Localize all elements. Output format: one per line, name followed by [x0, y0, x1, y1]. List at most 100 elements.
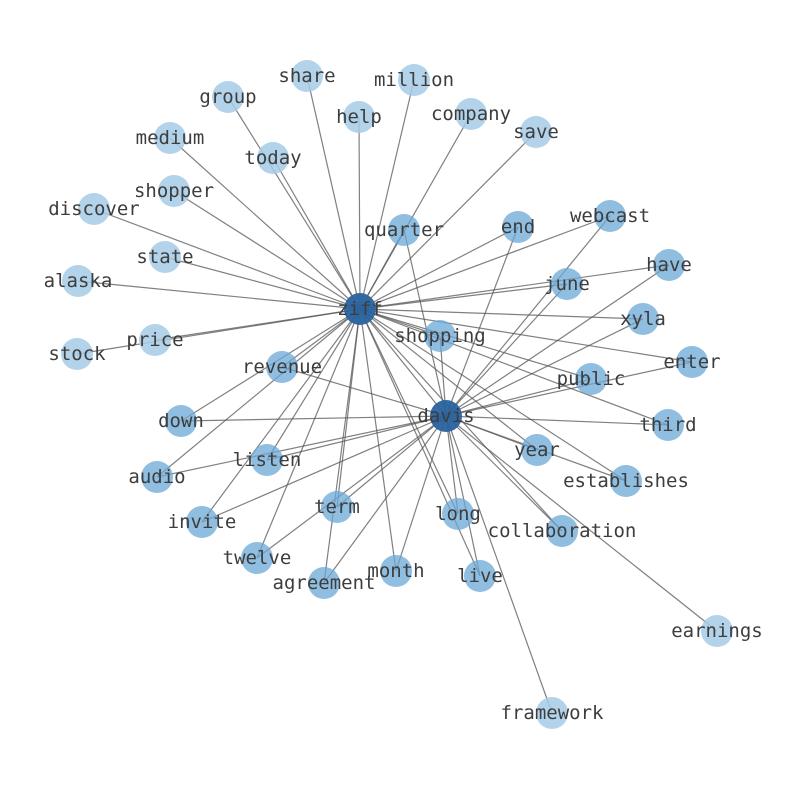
edge-ziff-have: [359, 264, 670, 310]
edge-ziff-twelve: [256, 308, 361, 559]
node-layer: [61, 60, 733, 729]
node-xyla: [627, 303, 659, 335]
edge-ziff-price: [154, 308, 361, 341]
node-long: [442, 498, 474, 530]
edge-ziff-end: [359, 226, 519, 310]
node-label-quarter: quarter: [364, 219, 444, 241]
edge-davis-down: [180, 415, 447, 422]
node-framework: [536, 697, 568, 729]
edge-ziff-group: [227, 96, 361, 310]
edge-ziff-month: [359, 308, 397, 572]
edge-davis-term: [336, 415, 447, 508]
edge-davis-xyla: [445, 318, 644, 417]
edge-davis-long: [445, 415, 459, 515]
node-label-have: have: [646, 254, 692, 276]
node-label-revenue: revenue: [242, 356, 322, 378]
edge-davis-earnings: [445, 415, 718, 632]
node-june: [551, 268, 583, 300]
edge-ziff-today: [272, 157, 361, 310]
edge-ziff-alaska: [77, 280, 361, 310]
edge-ziff-invite: [201, 308, 361, 523]
label-layer: ziff davis share million group help companysav…: [44, 65, 763, 724]
node-label-agreement: agreement: [273, 572, 376, 594]
node-price: [139, 324, 171, 356]
node-label-earnings: earnings: [671, 620, 763, 642]
node-label-end: end: [501, 216, 535, 238]
node-term: [321, 491, 353, 523]
node-company: [455, 98, 487, 130]
node-label-help: help: [336, 106, 382, 128]
edge-ziff-revenue: [281, 308, 361, 368]
edge-davis-have: [445, 264, 670, 417]
node-webcast: [594, 200, 626, 232]
edge-ziff-june: [359, 283, 568, 310]
node-live: [464, 560, 496, 592]
edge-davis-agreement: [323, 415, 447, 584]
node-public: [575, 363, 607, 395]
node-label-shopper: shopper: [134, 180, 214, 202]
node-listen: [251, 444, 283, 476]
node-end: [502, 211, 534, 243]
edge-davis-quarter: [403, 229, 447, 417]
edge-ziff-agreement: [323, 308, 361, 584]
edge-ziff-xyla: [359, 308, 644, 320]
node-label-xyla: xyla: [620, 308, 666, 330]
node-medium: [154, 122, 186, 154]
node-million: [398, 64, 430, 96]
edge-ziff-year: [359, 308, 538, 451]
edge-ziff-webcast: [359, 215, 611, 310]
node-ziff: [344, 293, 376, 325]
edge-davis-webcast: [445, 215, 611, 417]
edge-ziff-million: [359, 79, 415, 310]
node-label-group: group: [199, 86, 256, 108]
node-audio: [141, 461, 173, 493]
node-down: [165, 405, 197, 437]
edge-ziff-third: [359, 308, 669, 426]
node-share: [291, 60, 323, 92]
edge-ziff-davis: [359, 308, 447, 417]
node-agreement: [308, 567, 340, 599]
edge-ziff-shopper: [173, 190, 361, 310]
node-earnings: [701, 615, 733, 647]
edge-ziff-save: [359, 131, 537, 310]
node-label-company: company: [431, 103, 511, 125]
node-shopping: [424, 320, 456, 352]
edge-ziff-audio: [156, 308, 361, 478]
node-label-establishes: establishes: [563, 470, 689, 492]
node-shopper: [158, 175, 190, 207]
node-month: [380, 555, 412, 587]
node-label-davis: davis: [417, 405, 474, 427]
node-discover: [78, 193, 110, 225]
node-label-june: june: [544, 273, 590, 295]
node-label-term: term: [314, 496, 360, 518]
node-label-million: million: [374, 69, 454, 91]
node-label-public: public: [557, 368, 626, 390]
node-label-collaboration: collaboration: [488, 520, 637, 542]
node-invite: [186, 506, 218, 538]
edge-ziff-listen: [266, 308, 361, 461]
node-label-down: down: [158, 410, 204, 432]
edge-davis-month: [395, 415, 447, 572]
edge-davis-collaboration: [445, 415, 563, 532]
edge-layer: [76, 75, 718, 714]
edge-ziff-state: [164, 256, 361, 310]
edge-ziff-share: [306, 75, 361, 310]
edge-davis-invite: [201, 415, 447, 523]
node-quarter: [388, 214, 420, 246]
edge-ziff-public: [359, 308, 592, 380]
node-third: [652, 409, 684, 441]
node-label-save: save: [513, 121, 559, 143]
node-alaska: [62, 265, 94, 297]
edge-davis-public: [445, 378, 592, 417]
node-label-alaska: alaska: [44, 270, 113, 292]
edge-ziff-enter: [359, 308, 693, 363]
node-year: [521, 434, 553, 466]
node-label-ziff: ziff: [337, 298, 383, 320]
node-state: [149, 241, 181, 273]
node-label-medium: medium: [136, 127, 205, 149]
node-label-state: state: [136, 246, 193, 268]
edge-davis-framework: [445, 415, 553, 714]
node-label-share: share: [278, 65, 335, 87]
edge-davis-third: [445, 415, 669, 426]
